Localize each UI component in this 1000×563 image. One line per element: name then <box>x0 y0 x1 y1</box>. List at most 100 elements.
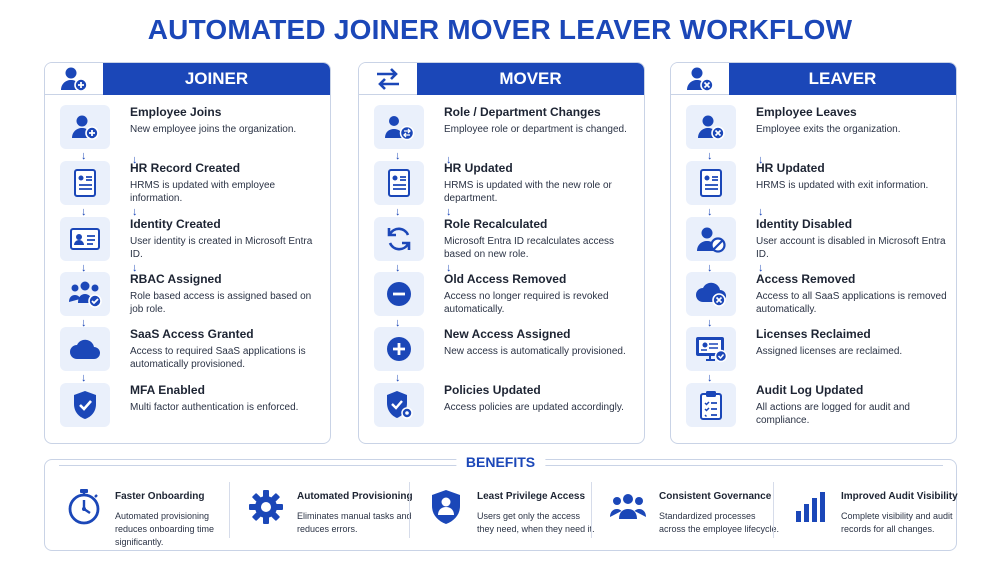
arrow-down-icon: ↓ <box>132 154 138 166</box>
arrow-down-icon: ↓ <box>707 150 713 162</box>
step-title: Old Access Removed <box>444 272 567 286</box>
arrow-down-icon: ↓ <box>395 372 401 384</box>
benefit-separator <box>409 482 410 538</box>
arrow-down-icon: ↓ <box>132 262 138 274</box>
arrow-down-icon: ↓ <box>446 154 452 166</box>
arrow-down-icon: ↓ <box>395 317 401 329</box>
arrow-down-icon: ↓ <box>81 150 87 162</box>
monitor-license-icon <box>686 327 736 371</box>
step-title: HR Record Created <box>130 161 241 175</box>
benefit-description: Complete visibility and audit records fo… <box>841 511 953 534</box>
step-title: Employee Joins <box>130 105 222 119</box>
benefit-description: Automated provisioning reduces onboardin… <box>115 511 215 547</box>
step-description: Access no longer required is revoked aut… <box>444 291 609 315</box>
step-title: RBAC Assigned <box>130 272 222 286</box>
page-title: AUTOMATED JOINER MOVER LEAVER WORKFLOW <box>147 14 853 45</box>
step-description: HRMS is updated with the new role or dep… <box>444 180 612 204</box>
benefits-divider-left <box>59 465 457 466</box>
benefit-description: Standardized processes across the employ… <box>659 511 780 534</box>
benefit-separator <box>773 482 774 538</box>
step-description: Role based access is assigned based on j… <box>130 291 312 315</box>
shield-check-icon <box>60 383 110 427</box>
group-check-icon <box>60 272 110 316</box>
arrow-down-icon: ↓ <box>758 262 764 274</box>
step-description: New employee joins the organization. <box>130 124 297 135</box>
arrow-down-icon: ↓ <box>81 317 87 329</box>
arrow-down-icon: ↓ <box>81 372 87 384</box>
arrow-down-icon: ↓ <box>446 206 452 218</box>
benefit-description: Eliminates manual tasks and reduces erro… <box>297 511 412 534</box>
step-description: Employee exits the organization. <box>756 124 901 135</box>
column-header: MOVER <box>359 63 644 95</box>
step-description: All actions are logged for audit and com… <box>756 402 910 426</box>
swap-arrows-icon <box>359 63 417 95</box>
remove-user-icon <box>686 105 736 149</box>
step-description: Microsoft Entra ID recalculates access b… <box>444 236 615 260</box>
step-title: Identity Disabled <box>756 217 853 231</box>
step-title: New Access Assigned <box>444 327 571 341</box>
step-title: Licenses Reclaimed <box>756 327 871 341</box>
step-description: Access to all SaaS applications is remov… <box>756 291 947 315</box>
arrow-down-icon: ↓ <box>81 262 87 274</box>
step-description: Access to required SaaS applications is … <box>130 346 306 370</box>
clipboard-icon <box>686 383 736 427</box>
step-title: Audit Log Updated <box>756 383 864 397</box>
step-title: Role Recalculated <box>444 217 548 231</box>
shield-gear-icon <box>374 383 424 427</box>
group-icon <box>607 486 649 528</box>
column-title: JOINER <box>103 63 330 95</box>
arrow-down-icon: ↓ <box>81 206 87 218</box>
stopwatch-icon <box>63 486 105 528</box>
column-title: LEAVER <box>729 63 956 95</box>
arrow-down-icon: ↓ <box>707 262 713 274</box>
step-title: HR Updated <box>756 161 825 175</box>
benefit-separator <box>229 482 230 538</box>
column-header: LEAVER <box>671 63 956 95</box>
arrow-down-icon: ↓ <box>395 262 401 274</box>
column-header: JOINER <box>45 63 330 95</box>
benefit-title: Automated Provisioning <box>297 491 413 502</box>
step-title: SaaS Access Granted <box>130 327 254 341</box>
benefit-title: Improved Audit Visibility <box>841 491 958 502</box>
document-icon <box>60 161 110 205</box>
bar-chart-icon <box>789 486 831 528</box>
step-title: HR Updated <box>444 161 513 175</box>
step-title: MFA Enabled <box>130 383 205 397</box>
id-card-icon <box>60 217 110 261</box>
step-description: Multi factor authentication is enforced. <box>130 402 299 413</box>
step-title: Role / Department Changes <box>444 105 601 119</box>
document-icon <box>686 161 736 205</box>
arrow-down-icon: ↓ <box>758 154 764 166</box>
user-blocked-icon <box>686 217 736 261</box>
step-title: Employee Leaves <box>756 105 857 119</box>
document-icon <box>374 161 424 205</box>
benefits-title: BENEFITS <box>455 454 546 470</box>
add-user-icon <box>45 63 103 95</box>
arrow-down-icon: ↓ <box>707 317 713 329</box>
benefit-separator <box>591 482 592 538</box>
cloud-remove-icon <box>686 272 736 316</box>
add-user-icon <box>60 105 110 149</box>
benefits-divider-right <box>545 465 943 466</box>
benefit-title: Least Privilege Access <box>477 491 586 502</box>
arrow-down-icon: ↓ <box>446 262 452 274</box>
